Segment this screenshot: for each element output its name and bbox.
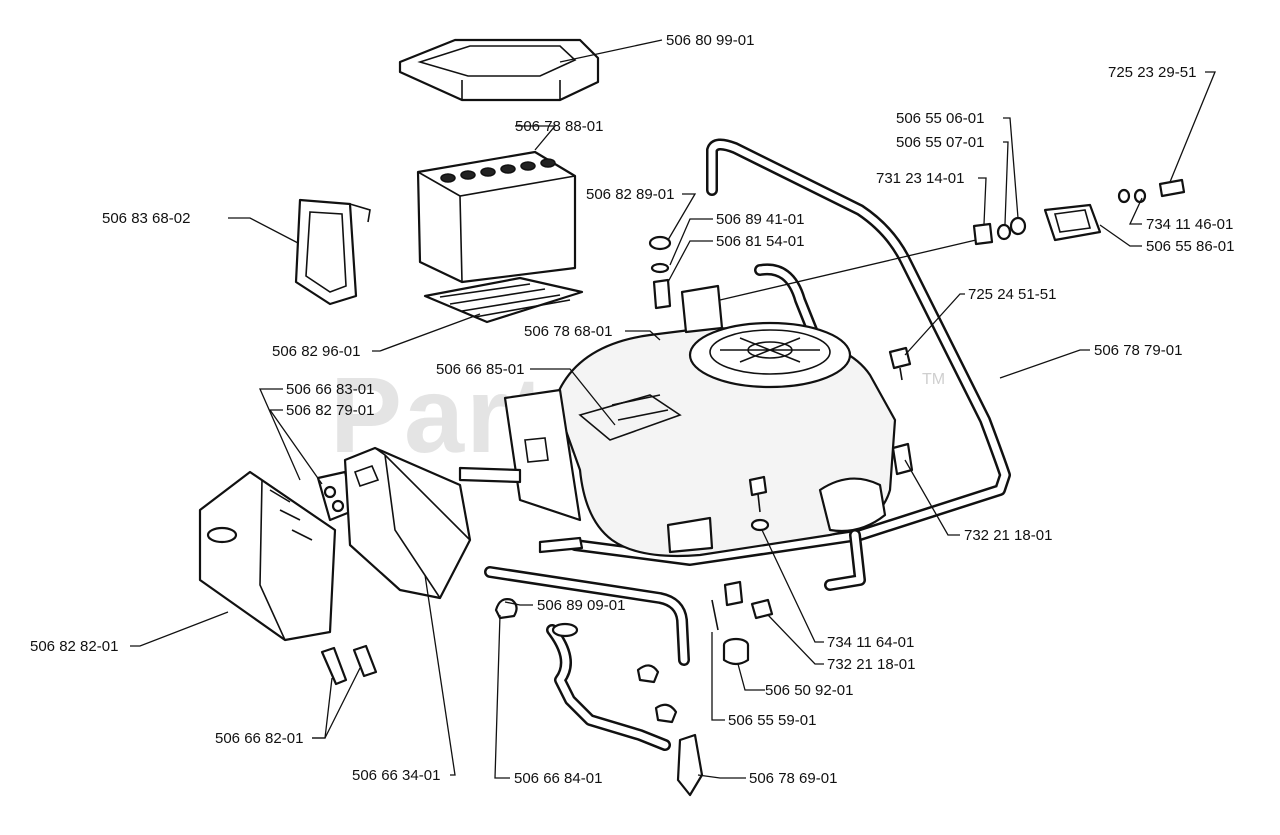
handle-frame-part <box>569 138 1011 591</box>
callout-washer-far-right: 734 11 46-01 <box>1146 216 1233 233</box>
muffler-guard-part <box>198 470 337 642</box>
lower-rod-part <box>546 622 704 797</box>
callout-spacer-top: 506 81 54-01 <box>716 233 804 250</box>
spring-part <box>723 580 744 607</box>
callout-bracket-screw: 506 66 83-01 <box>286 381 374 398</box>
choke-rod-part <box>484 566 690 666</box>
battery-part <box>416 150 577 284</box>
bolt-right-part <box>888 346 914 476</box>
battery-tray-part <box>423 276 584 324</box>
callout-p-clip: 506 66 84-01 <box>514 770 602 787</box>
callout-pin: 506 55 59-01 <box>728 712 816 729</box>
callout-muffler: 506 66 34-01 <box>352 767 440 784</box>
nut-top-part <box>972 216 1027 246</box>
bracket-top-part <box>680 284 724 334</box>
callout-handle-frame: 506 78 79-01 <box>1094 342 1182 359</box>
callout-grommet: 506 50 92-01 <box>765 682 853 699</box>
bolt-far-right-part <box>1117 178 1186 204</box>
callout-switch: 506 55 86-01 <box>1146 238 1234 255</box>
lockwasher-part <box>750 518 770 532</box>
bolt-top-part <box>648 235 672 310</box>
clip-small-part <box>636 664 678 724</box>
guard-screws-part <box>320 644 378 686</box>
callout-washer-top: 506 89 41-01 <box>716 211 804 228</box>
top-cover-part <box>398 38 600 102</box>
callout-muffler-guard: 506 82 82-01 <box>30 638 118 655</box>
callout-nut-lower: 732 21 18-01 <box>827 656 915 673</box>
leader-lines <box>130 39 1216 779</box>
callout-lower-rod: 506 78 69-01 <box>749 770 837 787</box>
callout-engine: 506 78 68-01 <box>524 323 612 340</box>
bolt-engine-part <box>748 475 768 513</box>
callout-lockwasher: 734 11 64-01 <box>827 634 914 651</box>
callout-nut-top: 731 23 14-01 <box>876 170 964 187</box>
callout-bolt-top: 506 82 89-01 <box>586 186 674 203</box>
switch-part <box>1043 203 1102 242</box>
callout-part-b: 506 55 07-01 <box>896 134 984 151</box>
battery-strap-part <box>294 198 371 306</box>
grommet-part <box>722 637 750 666</box>
callout-choke-rod: 506 89 09-01 <box>537 597 625 614</box>
pin-part <box>711 599 719 631</box>
callout-bolt-far-right: 725 23 29-51 <box>1108 64 1196 81</box>
callout-bracket: 506 82 79-01 <box>286 402 374 419</box>
callout-battery-tray: 506 82 96-01 <box>272 343 360 360</box>
watermark-trademark: TM <box>922 371 945 388</box>
callout-shroud-plate: 506 66 85-01 <box>436 361 524 378</box>
callout-part-a: 506 55 06-01 <box>896 110 984 127</box>
callout-nut-right: 732 21 18-01 <box>964 527 1052 544</box>
engine-part <box>553 321 897 558</box>
callout-labels: 506 80 99-01 506 78 88-01 506 83 68-02 5… <box>30 32 1234 787</box>
callout-bolt-right: 725 24 51-51 <box>968 286 1056 303</box>
shroud-plate-part <box>458 388 584 554</box>
nut-lower-part <box>750 598 774 620</box>
callout-battery-strap: 506 83 68-02 <box>102 210 190 227</box>
callout-top-cover: 506 80 99-01 <box>666 32 754 49</box>
callout-guard-screws: 506 66 82-01 <box>215 730 303 747</box>
callout-battery: 506 78 88-01 <box>515 118 603 135</box>
